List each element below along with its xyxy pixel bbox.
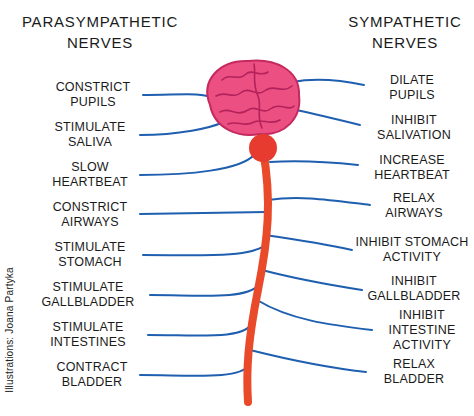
effect-label: RELAX BLADDER xyxy=(359,357,469,387)
effect-label: CONSTRICT AIRWAYS xyxy=(35,200,145,230)
effect-label: STIMULATE INTESTINES xyxy=(33,320,143,350)
spinal-cord xyxy=(247,150,268,402)
effect-label: INHIBIT INTESTINE ACTIVITY xyxy=(372,308,472,353)
effect-label: CONSTRICT PUPILS xyxy=(38,80,148,110)
effect-label: STIMULATE STOMACH xyxy=(35,240,145,270)
effect-label: INHIBIT STOMACH ACTIVITY xyxy=(351,235,473,265)
effect-label: DILATE PUPILS xyxy=(357,73,467,103)
effect-label: RELAX AIRWAYS xyxy=(359,191,469,221)
effect-label: CONTRACT BLADDER xyxy=(37,360,147,390)
brain-stem xyxy=(249,134,277,162)
column-heading: PARASYMPATHETIC NERVES xyxy=(5,11,195,53)
effect-label: STIMULATE SALIVA xyxy=(35,120,145,150)
effect-label: INCREASE HEARTBEAT xyxy=(357,153,467,183)
effect-label: STIMULATE GALLBLADDER xyxy=(33,280,143,310)
credit-watermark: Illustrations: Joana Partyka xyxy=(4,267,16,393)
effect-label: INHIBIT GALLBLADDER xyxy=(359,274,469,304)
column-heading: SYMPATHETIC NERVES xyxy=(330,11,474,53)
effect-label: INHIBIT SALIVATION xyxy=(359,113,469,143)
effect-label: SLOW HEARTBEAT xyxy=(35,160,145,190)
brain xyxy=(207,61,299,135)
